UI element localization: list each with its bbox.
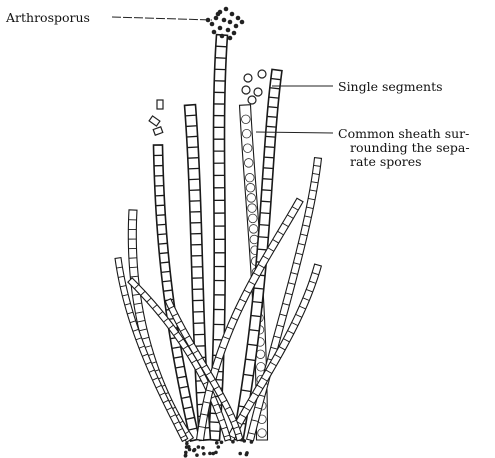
cross-wall [185,115,196,116]
cross-wall [257,249,267,250]
single-segment [244,74,252,82]
cross-wall [258,237,268,238]
arthrosporus-label: Arthrosporus [6,11,90,25]
single-segment [258,70,266,78]
base-granule [211,452,215,456]
single-segment [242,86,250,94]
cross-wall [215,58,226,59]
base-granule [197,445,201,449]
base-granule [195,453,199,457]
cross-wall [187,136,198,137]
base-granule [241,438,245,442]
arthrospore [220,34,225,39]
base-granule [231,440,235,444]
cross-wall [187,147,198,148]
common-sheath-label-line-2: rounding the sepa- [338,141,470,155]
base-granule [215,441,219,445]
cross-wall [159,253,168,254]
arthrospore [228,36,233,41]
arthrospore [232,31,237,36]
common-sheath-label: Common sheath sur- rounding the sepa- ra… [338,127,470,169]
arthrospore [222,18,227,23]
cross-wall [265,136,275,137]
common-sheath-label-line-1: Common sheath sur- [338,127,470,141]
base-granule [202,452,206,456]
cross-wall [263,168,273,169]
base-granule [245,453,249,457]
cross-wall [186,126,197,127]
arthrospore [224,7,229,12]
arthrospore [230,12,235,17]
base-granule [238,452,242,456]
base-granule [185,442,189,446]
cross-wall [156,215,165,216]
cross-wall [264,157,274,158]
cross-wall [268,107,278,108]
cross-wall [188,158,199,159]
base-granule [217,445,221,449]
arthrospore [226,28,231,33]
arthrospore [228,20,233,25]
arthrospore [214,16,219,21]
cross-wall [156,205,165,206]
cross-wall [158,234,167,235]
arthrospore [212,30,217,35]
cross-wall [267,116,277,117]
cross-wall [130,267,138,268]
arthrospore [210,22,215,27]
base-granule [201,446,205,450]
cross-wall [160,262,169,263]
base-granule [184,451,188,455]
cross-wall [266,126,276,127]
cross-wall [261,201,271,202]
arthrosporus-leader [112,17,212,20]
filament-group [115,35,321,443]
detached-cell [153,127,163,135]
cross-wall [262,190,272,191]
detached-cell [149,116,160,126]
common-sheath-label-line-3: rate spores [338,155,470,169]
arthrospore [216,12,221,17]
arthrospore [234,24,239,29]
cross-wall [216,46,227,47]
cross-wall [158,243,167,244]
cross-wall [209,431,220,432]
single-segment [248,96,256,104]
base-granule [220,441,224,445]
detached-cell [157,100,163,109]
base-granule [192,449,196,453]
arthrospore [218,26,223,31]
single-segment [254,88,262,96]
base-granule [184,454,188,458]
cross-wall [260,213,270,214]
cross-wall [262,179,272,180]
cross-wall [265,147,275,148]
single-segments-label: Single segments [338,80,443,94]
base-granule [250,440,254,444]
base-granule [188,448,192,452]
base-granule [208,452,212,456]
cross-wall [259,225,269,226]
arthrospore [236,16,241,21]
cross-wall [157,224,166,225]
arthrospore [240,20,245,25]
